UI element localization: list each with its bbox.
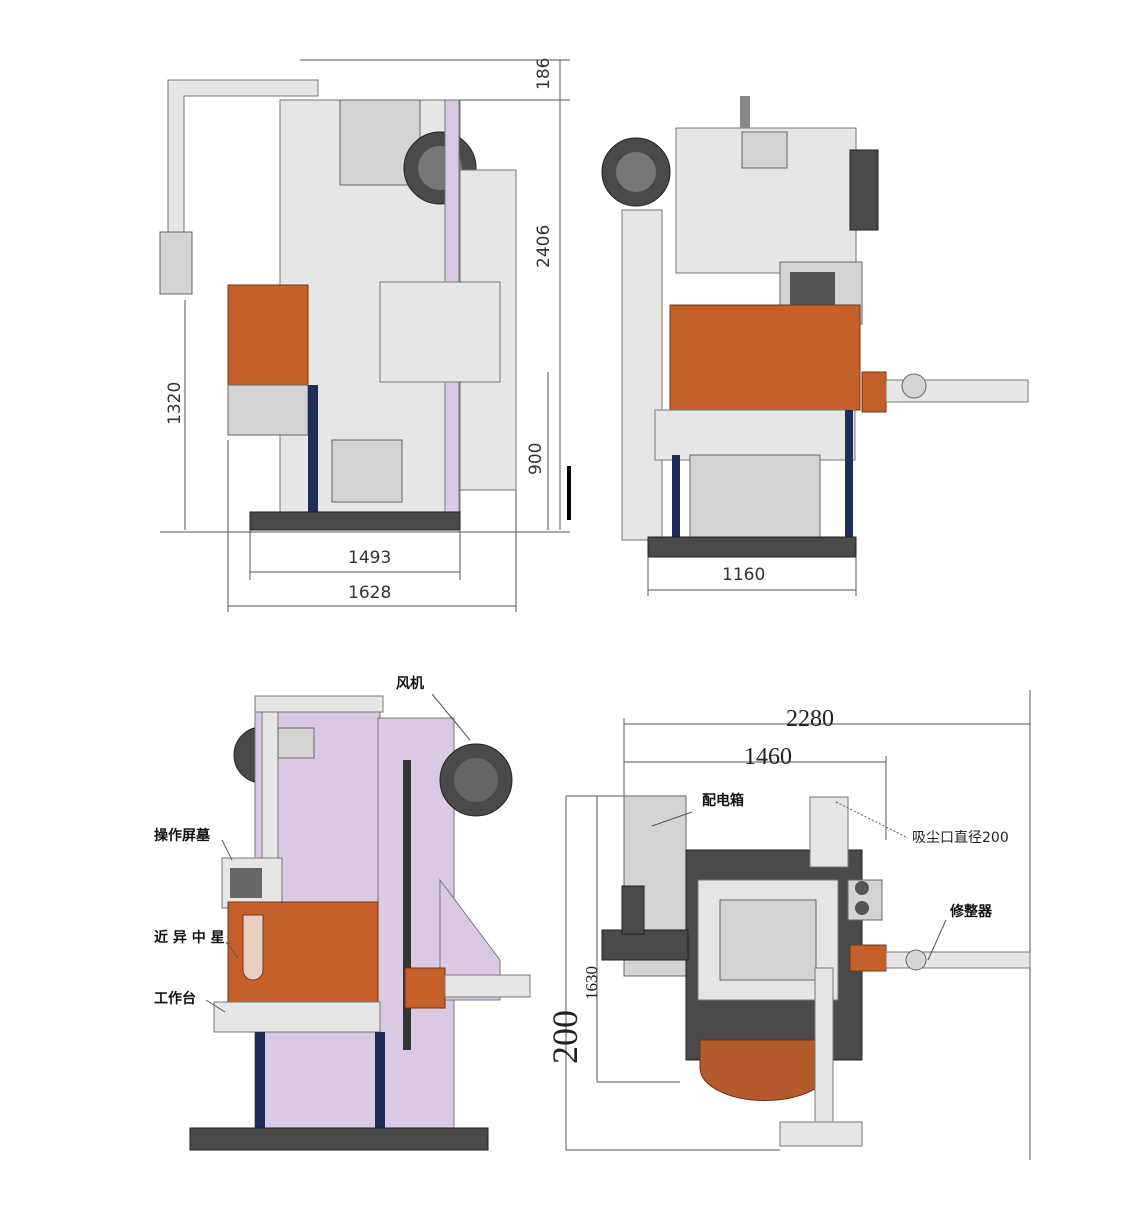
dim-base-width: 1493 bbox=[348, 548, 391, 568]
base bbox=[249, 511, 461, 531]
top-view: 2280 1460 1630 200 配电箱 吸尘口直径200 修整器 bbox=[545, 690, 1031, 1160]
dim-total-width: 1628 bbox=[348, 583, 391, 603]
wheel-guard bbox=[227, 284, 309, 386]
label-fan: 风机 bbox=[396, 675, 424, 692]
front-view: 1160 bbox=[601, 96, 1029, 596]
marker-bar bbox=[567, 466, 571, 520]
dim-depth: 1630 bbox=[582, 966, 601, 1000]
label-wheel-guard: 近 异 中 星 bbox=[154, 929, 225, 946]
label-electrical-cabinet: 配电箱 bbox=[702, 792, 744, 809]
base bbox=[189, 1127, 489, 1151]
pendant-box bbox=[159, 231, 193, 295]
dim-height: 2406 bbox=[534, 225, 554, 268]
dust-port bbox=[809, 796, 849, 868]
side-view: 186 2406 1320 900 1493 1628 bbox=[159, 58, 571, 612]
wheel-guard bbox=[669, 304, 861, 411]
dim-work-height: 1320 bbox=[165, 382, 185, 425]
dim-lower: 900 bbox=[526, 443, 546, 475]
label-operation-screen: 操作屏墓 bbox=[154, 827, 211, 844]
dim-top: 186 bbox=[534, 58, 554, 90]
dim-extra: 200 bbox=[545, 1010, 585, 1064]
dim-total-width: 2280 bbox=[786, 706, 834, 732]
dim-body-width: 1460 bbox=[744, 744, 792, 770]
label-work-table: 工作台 bbox=[154, 990, 196, 1007]
work-table bbox=[213, 1001, 381, 1033]
label-dresser: 修整器 bbox=[949, 903, 993, 920]
labeled-view: 风机 操作屏墓 近 异 中 星 工作台 bbox=[154, 675, 531, 1151]
dim-width: 1160 bbox=[722, 565, 765, 585]
base bbox=[647, 536, 857, 558]
label-dust-port: 吸尘口直径200 bbox=[912, 829, 1009, 846]
